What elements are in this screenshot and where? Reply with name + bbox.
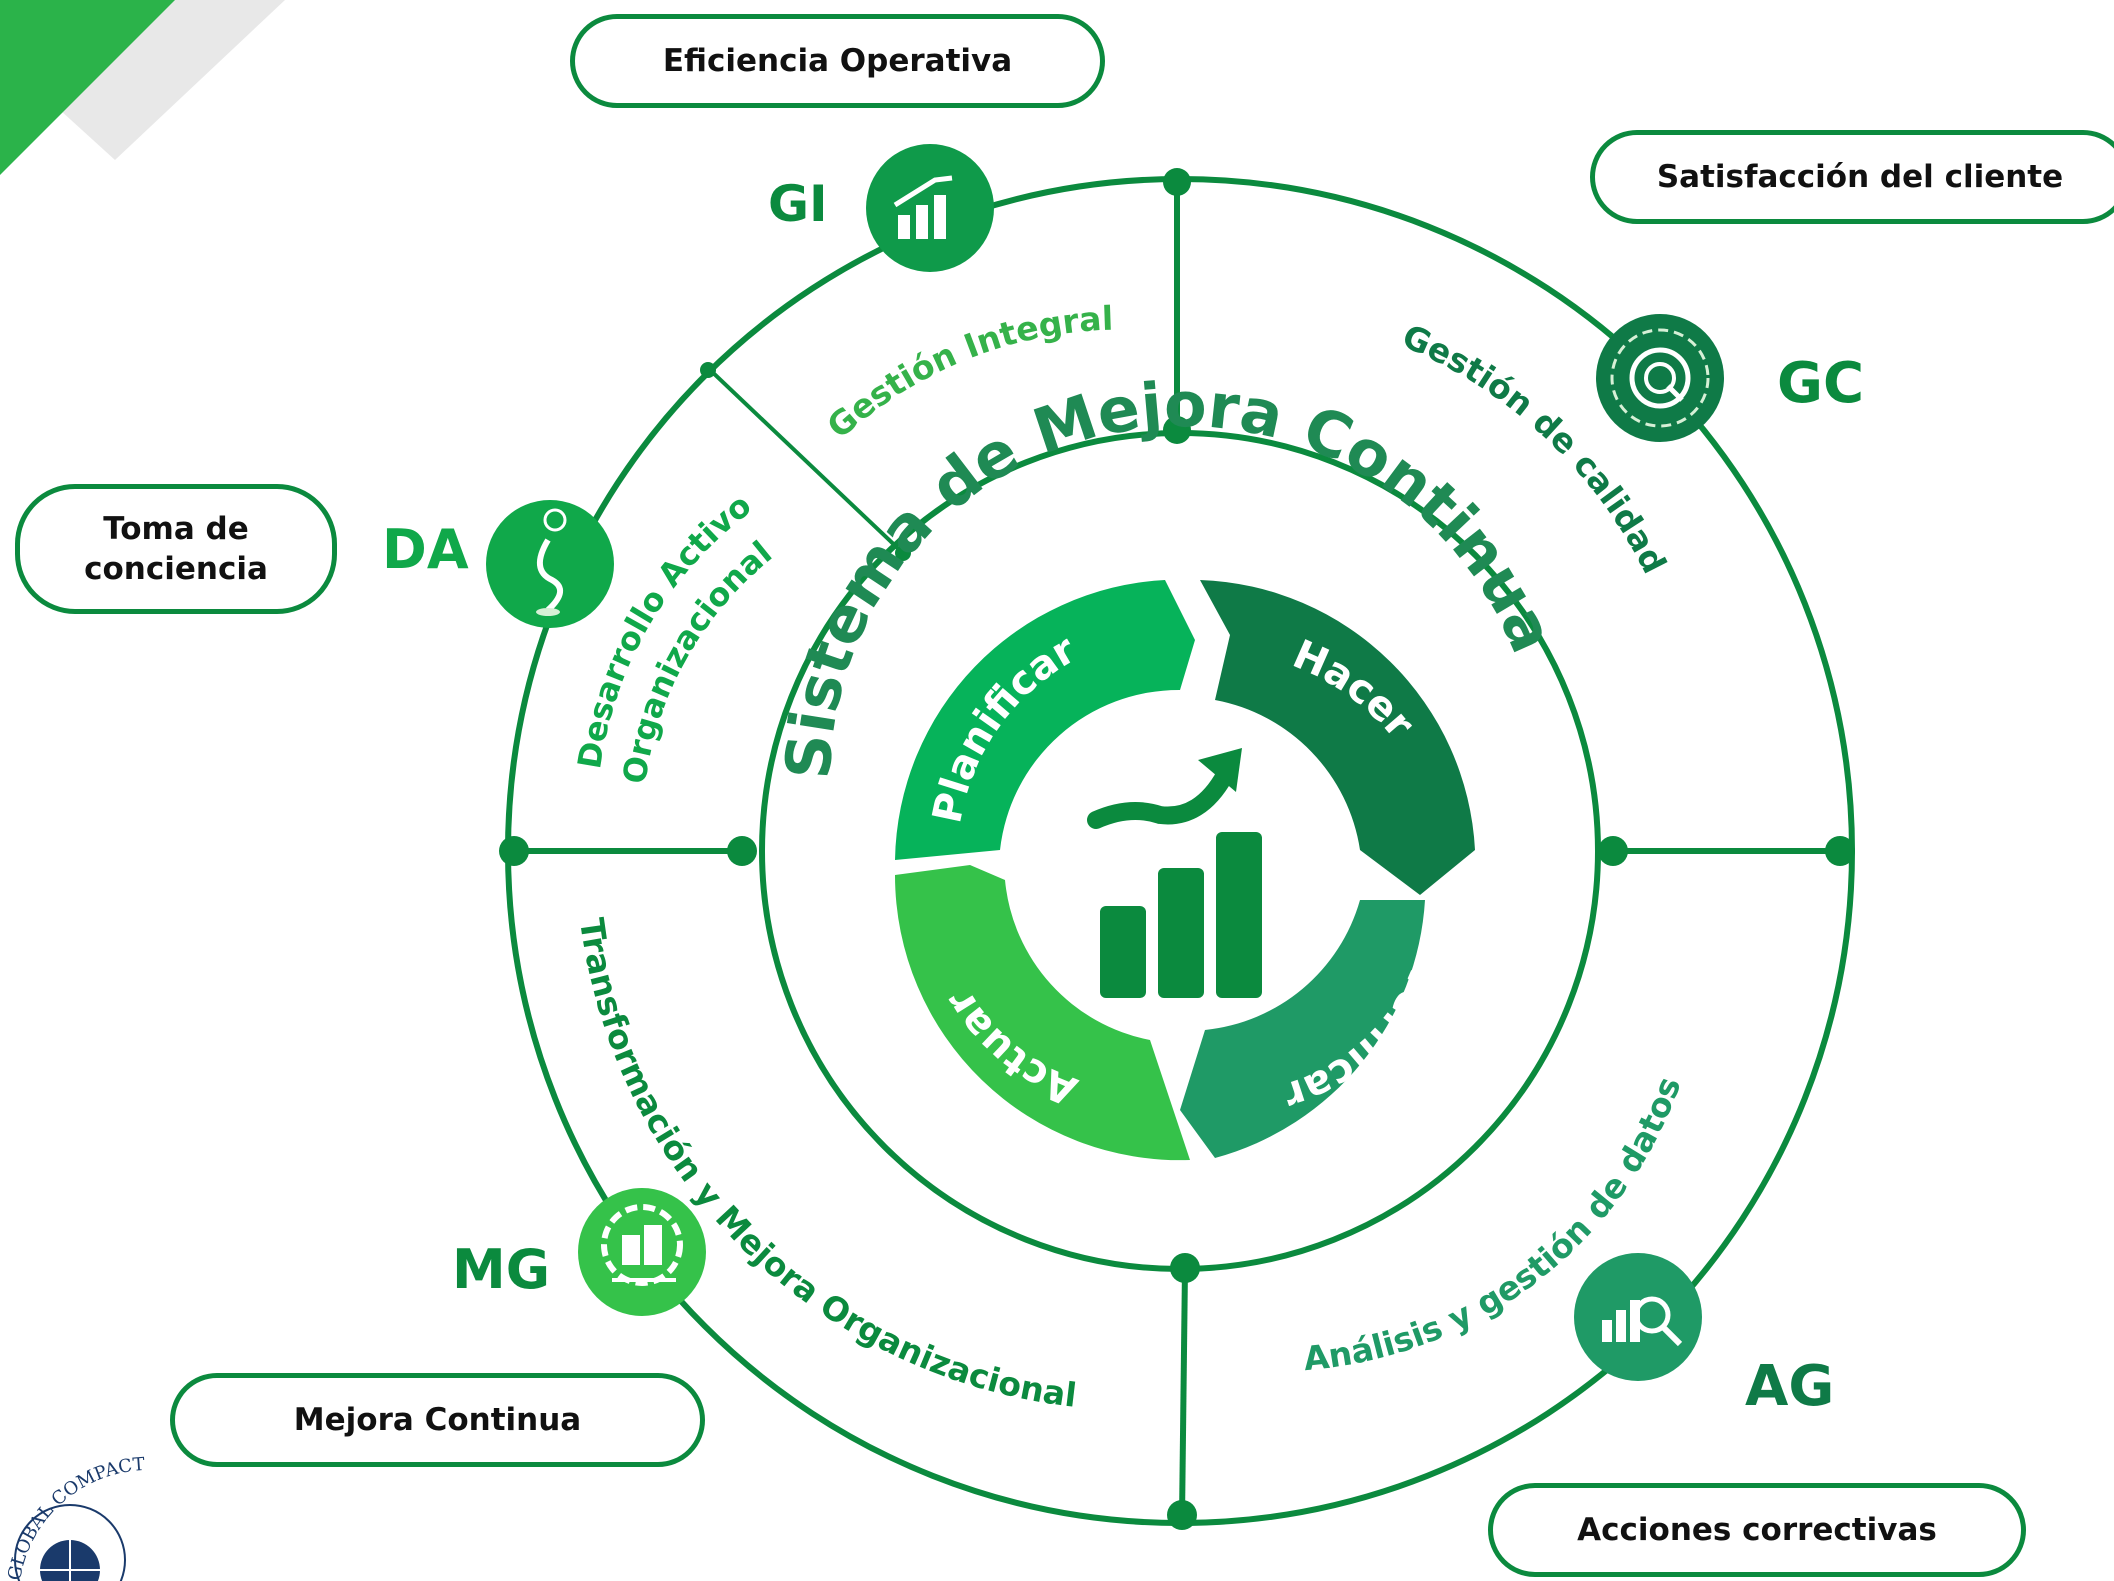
divider-bottom	[1179, 1267, 1188, 1519]
dot	[727, 836, 757, 866]
mejora-continua-pill: Mejora Continua	[170, 1373, 705, 1467]
dot	[1170, 1253, 1200, 1283]
dot	[499, 836, 529, 866]
gc-node-icon	[1596, 314, 1724, 442]
dot	[1167, 1500, 1197, 1530]
da-label: DA	[382, 518, 469, 581]
toma-de-conciencia-line1: Toma de	[103, 510, 249, 547]
satisfaccion-cliente-pill: Satisfacción del cliente	[1590, 130, 2114, 224]
mg-label: MG	[452, 1238, 550, 1301]
hacer-arrow	[1200, 580, 1475, 895]
da-node-icon	[486, 500, 614, 628]
gc-label: GC	[1777, 351, 1864, 416]
growth-chart-icon	[1087, 748, 1262, 998]
ag-label: AG	[1745, 1354, 1834, 1419]
planificar-arrow	[895, 580, 1195, 860]
dot	[1163, 168, 1191, 196]
dot	[1825, 836, 1855, 866]
gi-node-icon	[866, 144, 994, 272]
system-title: Sistema de Mejora Continua	[771, 368, 1569, 781]
corner-green-triangle	[0, 0, 175, 175]
actuar-arrow	[894, 865, 1190, 1161]
system-title-text: Sistema de Mejora Continua	[771, 368, 1569, 781]
eficiencia-operativa-label: Eficiencia Operativa	[662, 42, 1013, 79]
global-compact-logo: GLOBAL COMPACT	[4, 1454, 145, 1581]
dot	[895, 545, 911, 561]
dot	[1163, 416, 1191, 444]
divider-diagonal	[706, 366, 907, 557]
ag-node-icon	[1574, 1253, 1702, 1381]
mejora-continua-label: Mejora Continua	[293, 1401, 582, 1438]
acciones-correctivas-label: Acciones correctivas	[1577, 1511, 1937, 1548]
verificar-arrow	[1180, 900, 1425, 1158]
toma-de-conciencia-line2: conciencia	[84, 551, 268, 587]
mg-node-icon	[578, 1188, 706, 1316]
gi-label: GI	[768, 175, 828, 233]
satisfaccion-cliente-label: Satisfacción del cliente	[1656, 158, 2064, 195]
dot	[700, 362, 716, 378]
toma-de-conciencia-pill: Toma de conciencia	[15, 484, 337, 614]
acciones-correctivas-pill: Acciones correctivas	[1488, 1483, 2026, 1577]
dot	[1598, 836, 1628, 866]
eficiencia-operativa-pill: Eficiencia Operativa	[570, 14, 1105, 108]
